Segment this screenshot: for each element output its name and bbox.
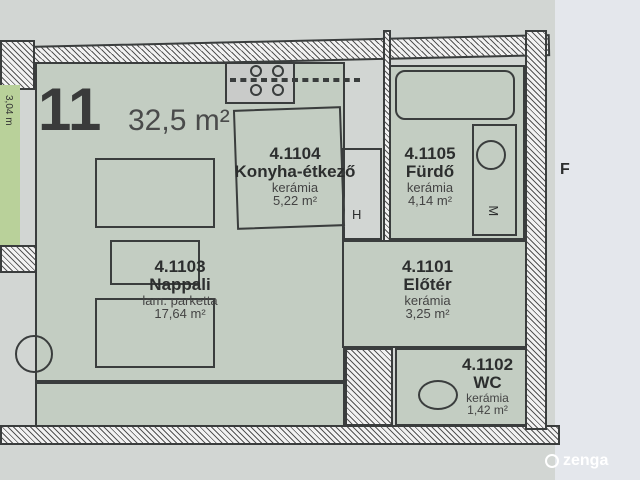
unit-number: 11 [38, 76, 102, 143]
room-hall [342, 240, 527, 348]
left-wall-top [0, 40, 35, 90]
washbasin-icon [476, 140, 506, 170]
balcony-dimension: 3,04 m [3, 95, 14, 126]
background-wall [555, 0, 640, 480]
edge-letter: F [560, 161, 570, 178]
room-material: kerámia [404, 292, 451, 308]
burner-icon [250, 65, 262, 77]
cabinet-outline [230, 78, 360, 82]
right-wall [525, 30, 547, 430]
sink-unit [342, 148, 382, 240]
room-name: Fürdő [405, 161, 455, 181]
room-material: lam. parketta [142, 292, 218, 308]
room-living-lower [35, 382, 345, 427]
sofa-icon [95, 158, 215, 228]
room-name: WC [473, 372, 502, 392]
toilet-icon [418, 380, 458, 410]
room-area: 17,64 m² [154, 306, 206, 322]
shaft-wall [345, 348, 393, 426]
bathtub-icon [395, 70, 515, 120]
room-code: 4.1101 [401, 257, 454, 276]
room-material: kerámia [406, 179, 454, 195]
room-code: 4.1102 [461, 355, 514, 374]
balcony [0, 85, 20, 245]
room-code: 4.1103 [154, 257, 206, 276]
room-area: 4,14 m² [407, 193, 453, 209]
table-icon [110, 240, 200, 285]
plant-icon [15, 335, 53, 373]
room-area: 5,22 m² [272, 193, 318, 209]
washing-machine-mark: M [486, 205, 502, 217]
room-code: 4.1105 [404, 144, 456, 163]
bottom-wall [0, 425, 560, 445]
watermark-text: zenga [563, 452, 609, 469]
room-code: 4.1104 [269, 144, 321, 163]
burner-icon [250, 84, 262, 96]
burner-icon [272, 65, 284, 77]
room-label-bathroom: 4.1105 Fürdő kerámia 4,14 m² [385, 145, 475, 208]
room-label-wc: 4.1102 WC kerámia 1,42 m² [440, 356, 535, 417]
bath-wall [383, 30, 391, 242]
fridge-mark: H [352, 207, 362, 222]
bed-icon [95, 298, 215, 368]
room-label-hall: 4.1101 Előtér kerámia 3,25 m² [380, 258, 475, 321]
room-label-living: 4.1103 Nappali lam. parketta 17,64 m² [120, 258, 240, 321]
room-material: kerámia [466, 390, 509, 405]
zenga-logo-icon [545, 454, 559, 468]
room-name: Előtér [403, 274, 452, 294]
unit-area: 32,5 m² [128, 104, 230, 137]
room-wc [395, 348, 527, 426]
watermark: zenga [545, 452, 608, 470]
room-label-kitchen: 4.1104 Konyha-étkező kerámia 5,22 m² [210, 145, 380, 208]
room-area: 1,42 m² [467, 403, 508, 418]
room-area: 3,25 m² [405, 306, 450, 322]
room-name: Nappali [149, 274, 211, 294]
room-name: Konyha-étkező [234, 161, 356, 181]
sink-cabinet [472, 124, 517, 236]
burner-icon [272, 84, 284, 96]
room-material: kerámia [271, 179, 319, 195]
